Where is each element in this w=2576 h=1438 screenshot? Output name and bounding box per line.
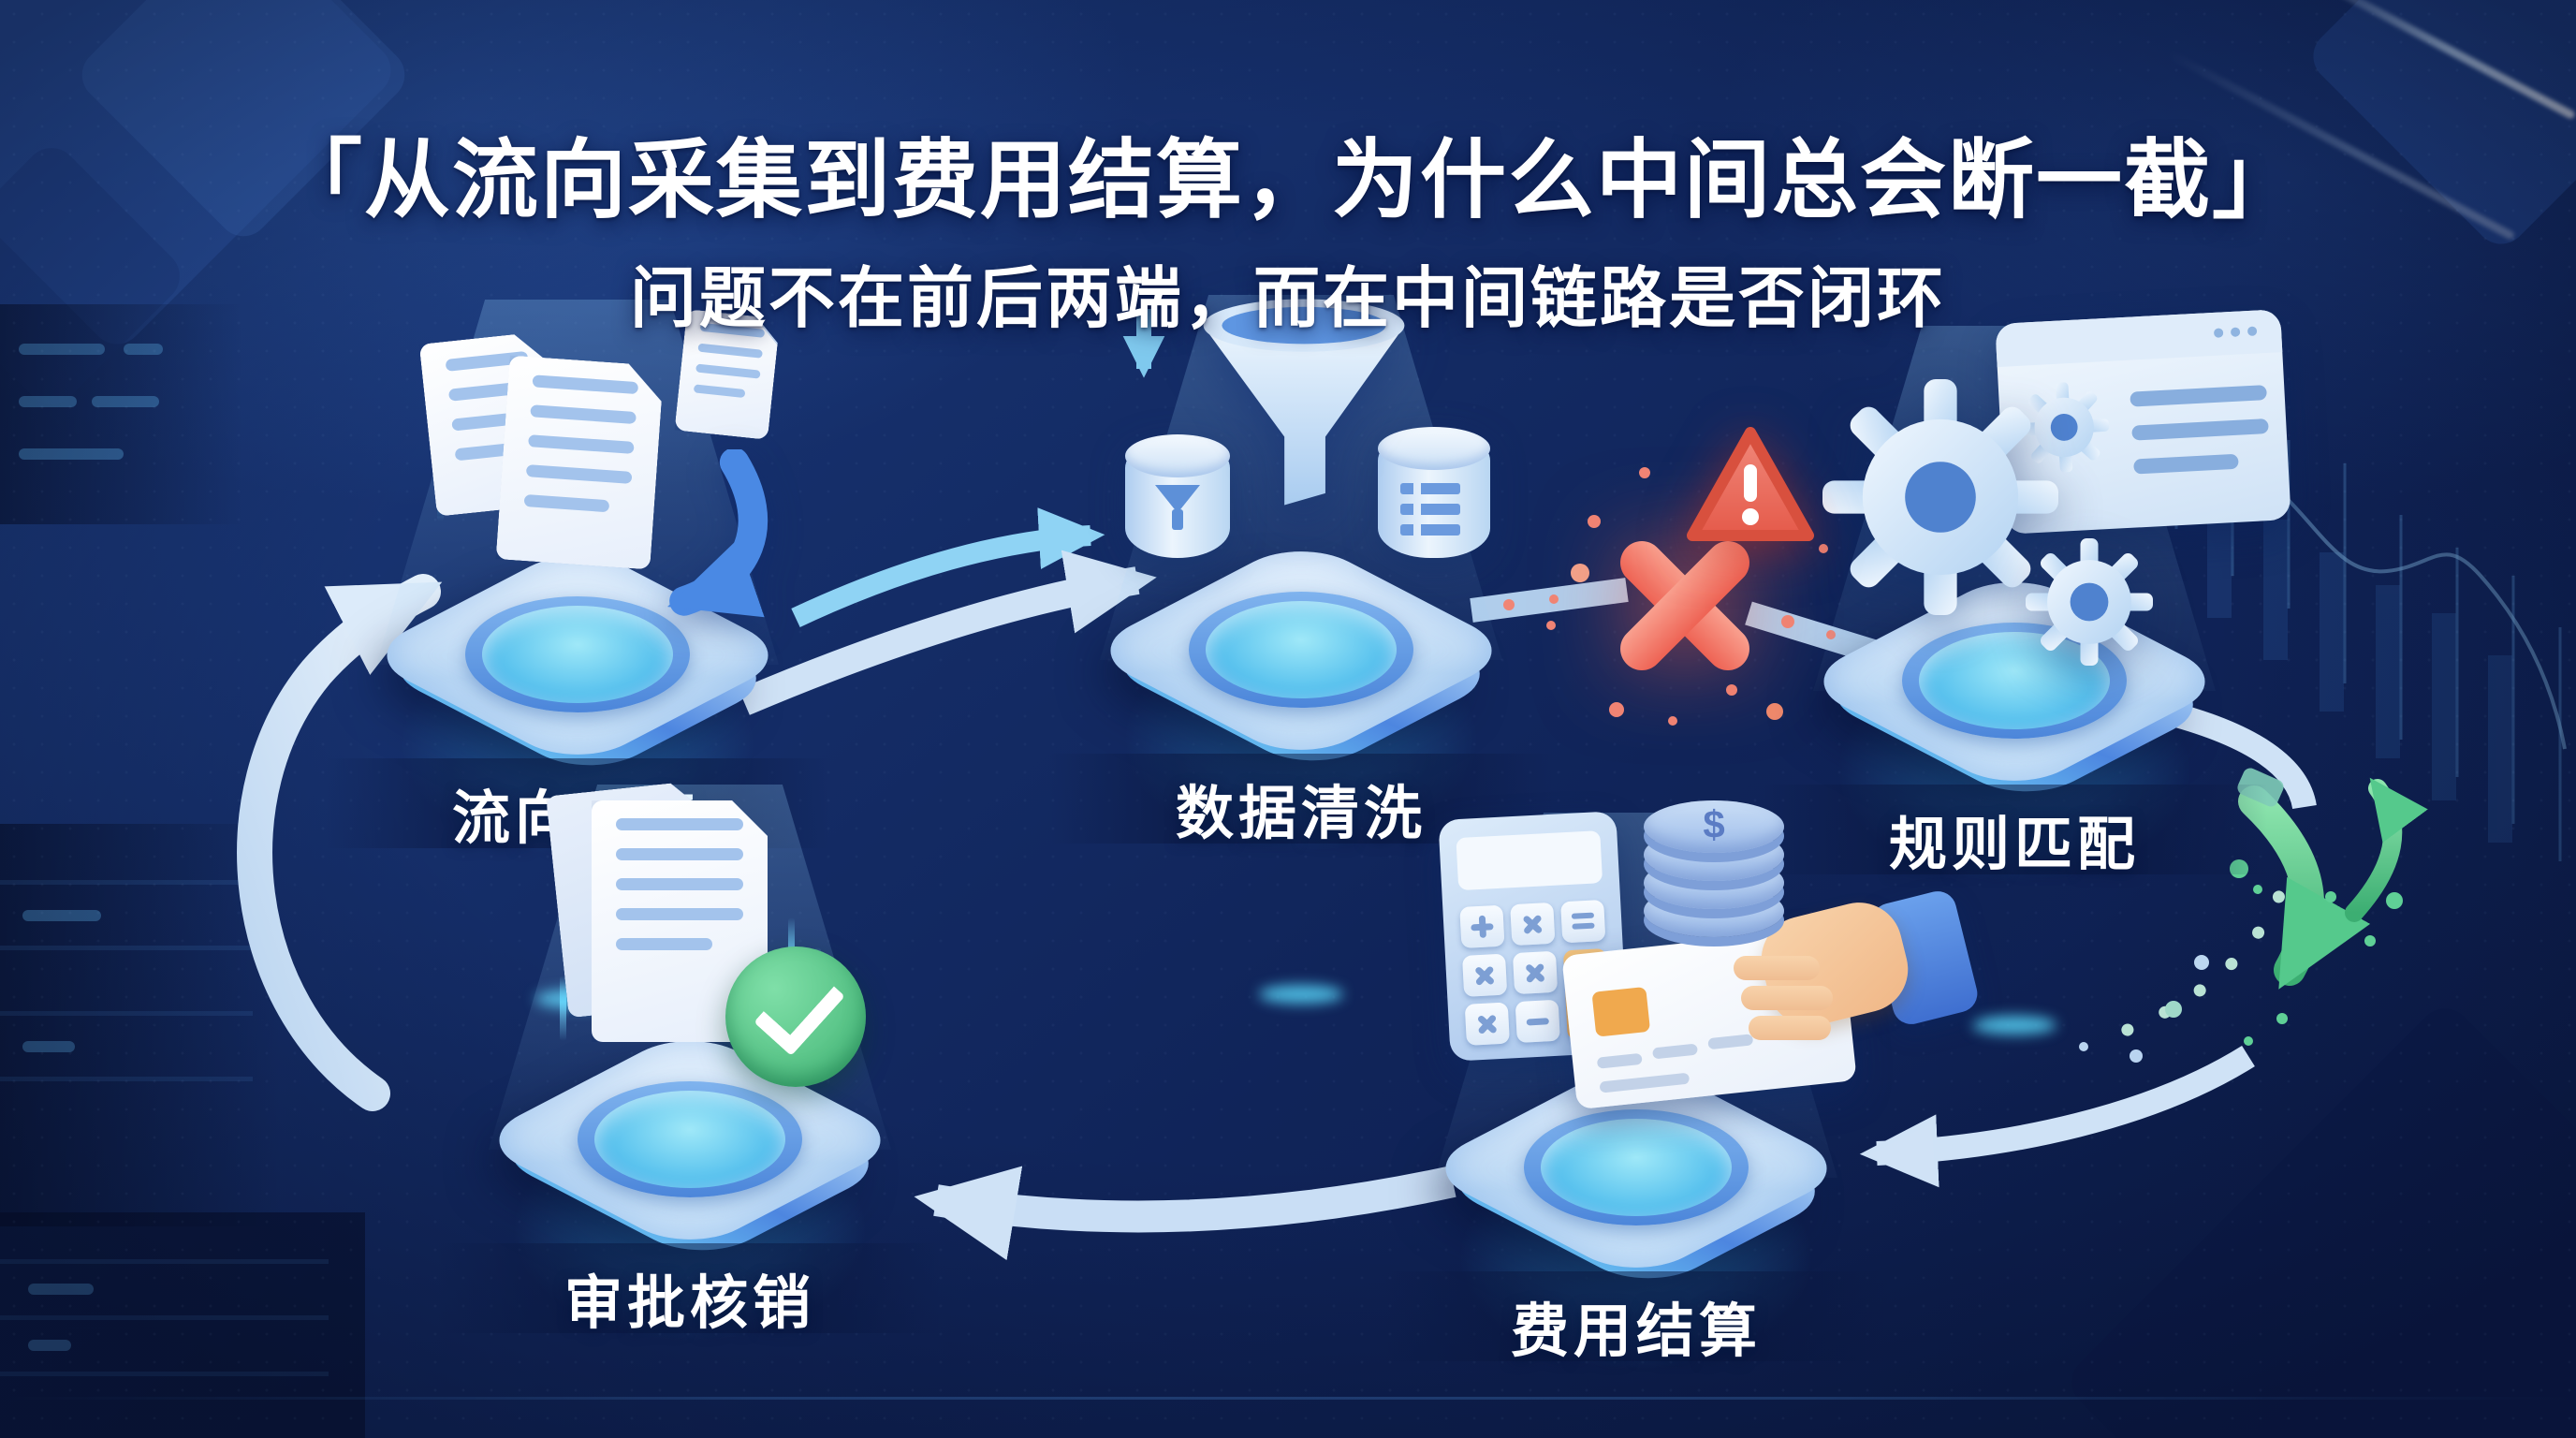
- minus-button-icon: [1515, 999, 1560, 1044]
- flow-node-approve: 审批核销: [400, 733, 980, 1388]
- detour-right-loop: [1859, 701, 2317, 1188]
- calculator-screen: [1456, 830, 1603, 891]
- exclamation-icon: [1744, 464, 1757, 502]
- multiply-button-icon: [1510, 902, 1556, 946]
- error-specks: [1503, 467, 1836, 726]
- label-band: [1762, 785, 2267, 874]
- warning-triangle-icon: [1687, 427, 1814, 541]
- database-cylinder-icon: [1125, 434, 1230, 558]
- arrow-collect-to-clean: [739, 507, 1157, 715]
- coins-icon: $: [1644, 800, 1784, 997]
- flow-node-settle: $ 费用结算: [1346, 761, 1982, 1416]
- plus-button-icon: [1459, 904, 1505, 949]
- documents-ingest-icon: [287, 248, 868, 903]
- flow-node-clean: 数据清洗: [1011, 243, 1591, 1004]
- gear-icon: [2026, 538, 2153, 666]
- calculator-payment-icon: $: [1346, 761, 1982, 1416]
- console-panel-decor: [0, 1212, 365, 1438]
- database-cylinder-icon: [1378, 427, 1490, 558]
- node-label-settle: 费用结算: [1510, 1299, 1762, 1364]
- lines-button-icon: [1560, 900, 1606, 944]
- page-subtitle: 问题不在前后两端，而在中间链路是否闭环: [629, 262, 1946, 336]
- page-title: 「从流向采集到费用结算，为什么中间总会断一截」: [275, 133, 2300, 228]
- node-label-approve: 审批核销: [564, 1271, 815, 1336]
- document-check-icon: [400, 733, 980, 1388]
- check-circle-icon: [725, 946, 866, 1087]
- multiply-button-icon: [1461, 953, 1508, 997]
- node-label-clean: 数据清洗: [1175, 782, 1427, 846]
- card-chip-icon: [1591, 986, 1651, 1037]
- loop-arrow-approve-to-collect: [237, 574, 443, 1111]
- multiply-button-icon: [1464, 1002, 1510, 1046]
- hand-card-icon: [1561, 887, 1999, 1166]
- data-panel-decor: [0, 304, 243, 524]
- download-curved-arrow-icon: [667, 449, 768, 618]
- floor-band-decor: [0, 1397, 2576, 1400]
- funnel-icon: [1203, 299, 1405, 506]
- arrow-settle-to-approve: [914, 1166, 1456, 1261]
- multiply-button-icon: [1512, 950, 1559, 995]
- dollar-symbol: $: [1703, 802, 1725, 846]
- flow-node-collect: 流向采集: [287, 248, 868, 1008]
- data-panel-decor: [0, 824, 281, 1226]
- glow-tick: [560, 976, 566, 1041]
- green-up-arrow-icon: [2345, 777, 2428, 922]
- broken-link-ribbons: [1470, 467, 1883, 726]
- gear-icon: [1822, 379, 2058, 615]
- label-band: [1383, 1271, 1889, 1361]
- funnel-filter-icon: [1011, 243, 1591, 899]
- down-arrow-icon: [1122, 309, 1165, 378]
- line-chart-decor: [2132, 403, 2567, 861]
- node-label-match: 规则匹配: [1888, 813, 2140, 877]
- label-band: [437, 1243, 943, 1333]
- green-down-arrow-icon: [2238, 785, 2371, 990]
- flow-node-match: 规则匹配: [1724, 274, 2305, 1034]
